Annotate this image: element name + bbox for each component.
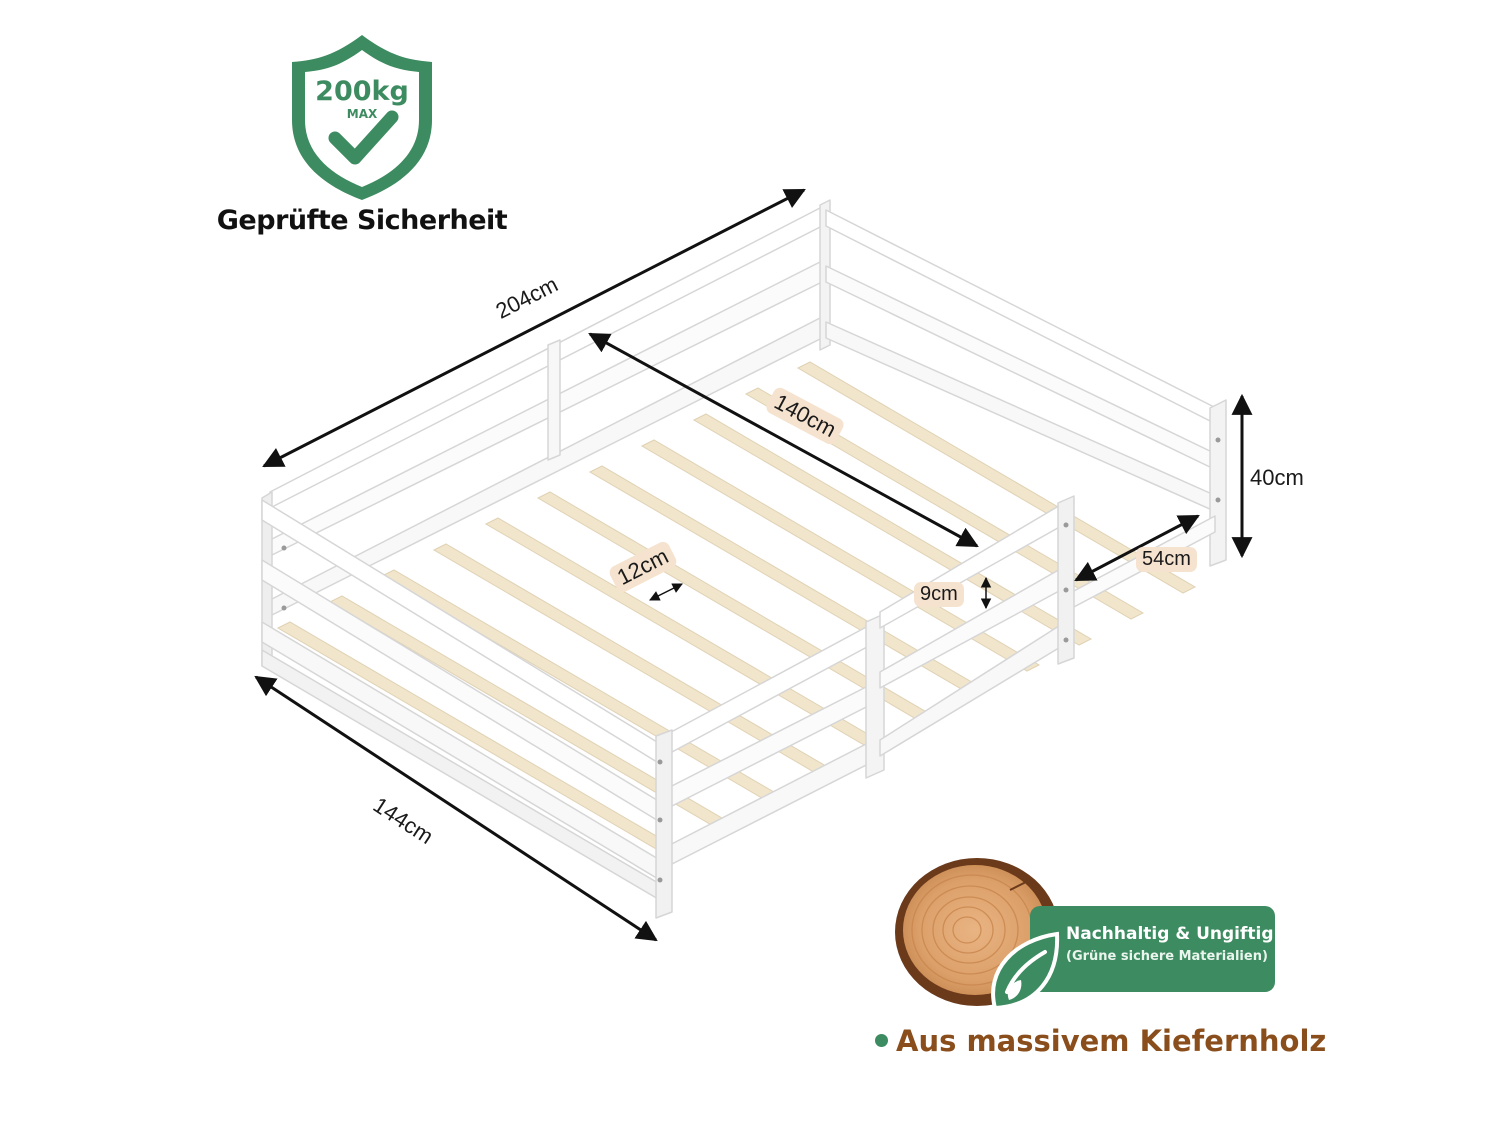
opening-label: 54cm xyxy=(1136,547,1197,572)
max-label: MAX xyxy=(347,107,378,121)
rail-gap-label: 9cm xyxy=(914,582,964,607)
opening-arrow xyxy=(1074,514,1200,582)
eco-badge: Nachhaltig & Ungiftig (Grüne sichere Mat… xyxy=(1030,906,1275,992)
bullet-dot xyxy=(875,1033,888,1047)
eco-title: Nachhaltig & Ungiftig xyxy=(1066,924,1274,944)
slat xyxy=(276,621,677,854)
eco-subtitle: (Grüne sichere Materialien) xyxy=(1066,949,1268,964)
length-arrow xyxy=(262,188,806,468)
inner-length-arrow xyxy=(588,332,979,548)
dimension-arrows xyxy=(254,188,1253,942)
material-text: Aus massivem Kiefernholz xyxy=(896,1024,1327,1058)
material-note: Aus massivem Kiefernholz xyxy=(875,1024,1326,1058)
safety-caption: Geprüfte Sicherheit xyxy=(216,205,508,236)
slat-gap-arrow xyxy=(649,583,683,601)
shield-check-icon xyxy=(292,35,432,200)
height-label: 40cm xyxy=(1250,465,1304,490)
small-dimension-arrows xyxy=(649,576,992,610)
screw-dots xyxy=(281,437,1221,883)
leaf-icon xyxy=(991,931,1060,1011)
weight-text: 200kg xyxy=(315,76,409,107)
width-arrow xyxy=(254,675,658,942)
